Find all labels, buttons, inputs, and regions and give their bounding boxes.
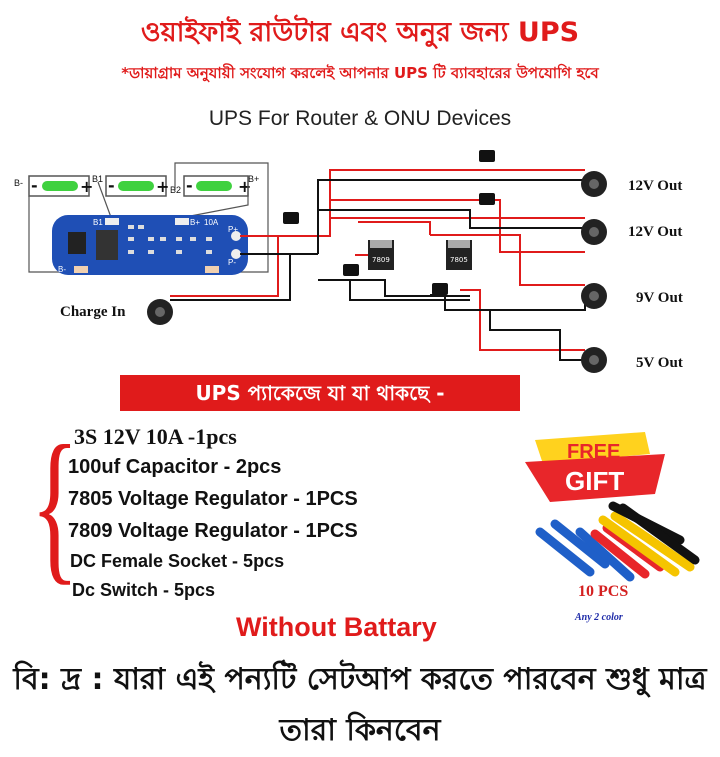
board-label-rating: 10A: [204, 218, 219, 227]
free-gift-graphic: FREE GIFT: [525, 432, 700, 582]
tube: [598, 515, 680, 577]
battery-icon: [118, 181, 154, 191]
label-b-plus: B+: [248, 174, 259, 184]
board-label-pminus: P-: [228, 258, 236, 267]
battery-icon: [42, 181, 78, 191]
svg-text:+: +: [156, 177, 169, 196]
battery-icon: [196, 181, 232, 191]
switch-icon: [479, 193, 495, 205]
switch-icon: [343, 264, 359, 276]
board-label-b1: B1: [93, 218, 103, 227]
wiring-diagram: -+ -+ -+ B- B1 B2 B+ B1: [14, 150, 683, 373]
output-label-3: 9V Out: [636, 290, 683, 306]
package-item: DC Female Socket - 5pcs: [70, 551, 285, 571]
diagram-title: UPS For Router & ONU Devices: [208, 107, 512, 130]
package-item: 100uf Capacitor - 2pcs: [68, 456, 282, 478]
board-label-pplus: P+: [228, 225, 238, 234]
tube: [610, 511, 695, 572]
subtitle: *ডায়াগ্রাম অনুযায়ী সংযোগ করলেই আপনার U…: [121, 64, 599, 82]
output-label-4: 5V Out: [636, 355, 683, 371]
gift-color-note: Any 2 color: [575, 612, 623, 623]
package-item: 7805 Voltage Regulator - 1PCS: [68, 488, 358, 510]
gift-line2: GIFT: [565, 466, 624, 496]
svg-text:+: +: [80, 177, 93, 196]
bms-board: B1 B+ 10A P+ P- B-: [52, 215, 248, 275]
svg-text:7805: 7805: [450, 256, 468, 264]
label-b1: B1: [92, 174, 103, 184]
gift-line1: FREE: [567, 441, 620, 463]
switch-icon: [479, 150, 495, 162]
board-label-bplus: B+: [190, 218, 200, 227]
tube: [618, 503, 700, 565]
label-b-minus: B-: [14, 178, 23, 188]
switch-icon: [283, 212, 299, 224]
charge-in-label: Charge In: [60, 304, 126, 320]
gift-count: 10 PCS: [578, 583, 629, 600]
footer-note: বি: দ্র : যারা এই পন্যটি সেটআপ করতে পারব…: [13, 662, 707, 748]
package-item: 3S 12V 10A -1pcs: [74, 424, 237, 449]
tube: [535, 527, 595, 577]
tube: [590, 529, 650, 579]
package-item: Dc Switch - 5pcs: [72, 580, 216, 600]
brace-decoration: {: [30, 411, 80, 599]
regulator-7809: 7809: [368, 240, 394, 270]
svg-text:-: -: [186, 176, 193, 195]
board-label-bminus: B-: [58, 265, 66, 274]
tube: [575, 527, 635, 582]
tube: [550, 519, 610, 569]
svg-text:-: -: [31, 176, 38, 195]
regulator-7805: 7805: [446, 240, 472, 270]
page-title: ওয়াইফাই রাউটার এবং অনুর জন্য UPS: [140, 17, 580, 48]
output-label-1: 12V Out: [628, 178, 682, 194]
switch-icon: [432, 283, 448, 295]
svg-text:-: -: [108, 176, 115, 195]
package-banner: UPS প্যাকেজে যা যা থাকছে -: [120, 375, 520, 411]
svg-text:7809: 7809: [372, 256, 390, 264]
package-item: 7809 Voltage Regulator - 1PCS: [68, 520, 358, 542]
without-battery-note: Without Battary: [236, 612, 437, 642]
output-label-2: 12V Out: [628, 224, 682, 240]
